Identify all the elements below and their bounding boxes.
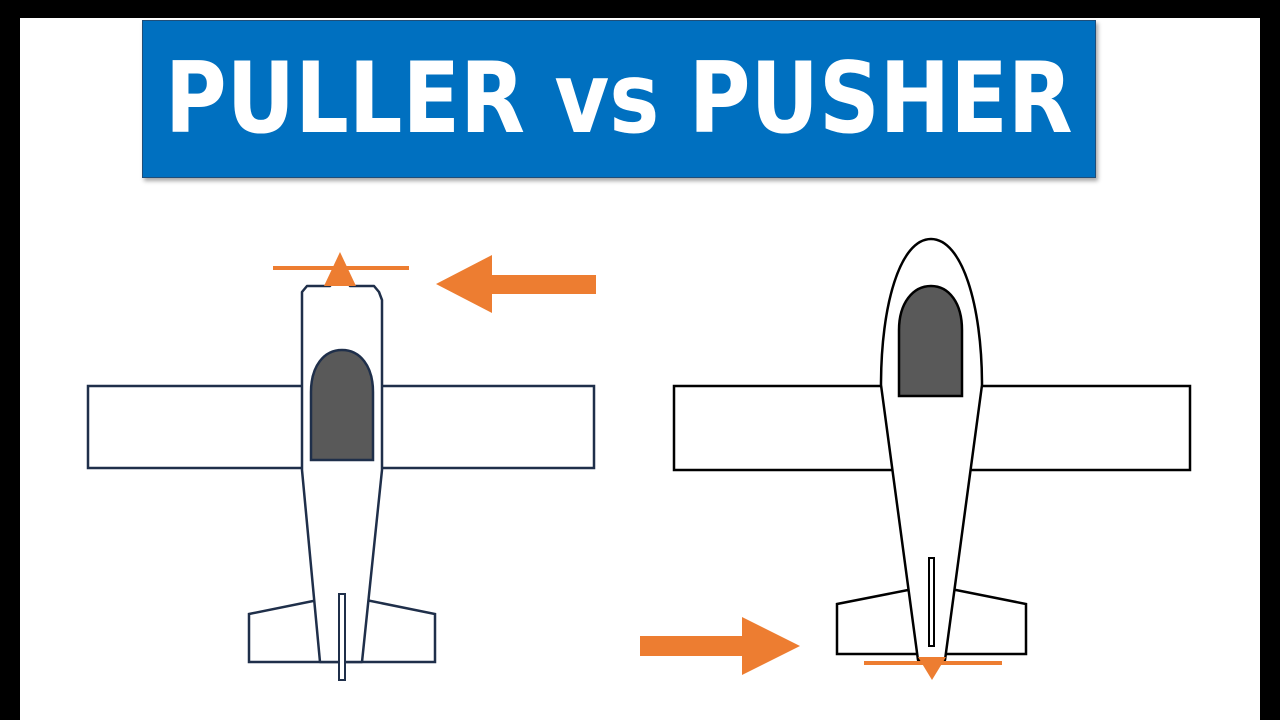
puller-airplane xyxy=(86,252,596,681)
title-banner: PULLER vs PUSHER xyxy=(142,20,1096,178)
title-text: PULLER vs PUSHER xyxy=(165,42,1073,156)
pusher-fin xyxy=(928,557,935,647)
pusher-thrust-arrow xyxy=(640,617,800,675)
pusher-spinner xyxy=(918,657,946,680)
pusher-airplane xyxy=(672,237,1192,680)
pusher-cockpit xyxy=(897,284,964,398)
puller-spinner xyxy=(324,252,356,286)
puller-fin xyxy=(338,593,346,681)
puller-thrust-arrow xyxy=(436,255,596,313)
puller-cockpit xyxy=(309,348,375,462)
